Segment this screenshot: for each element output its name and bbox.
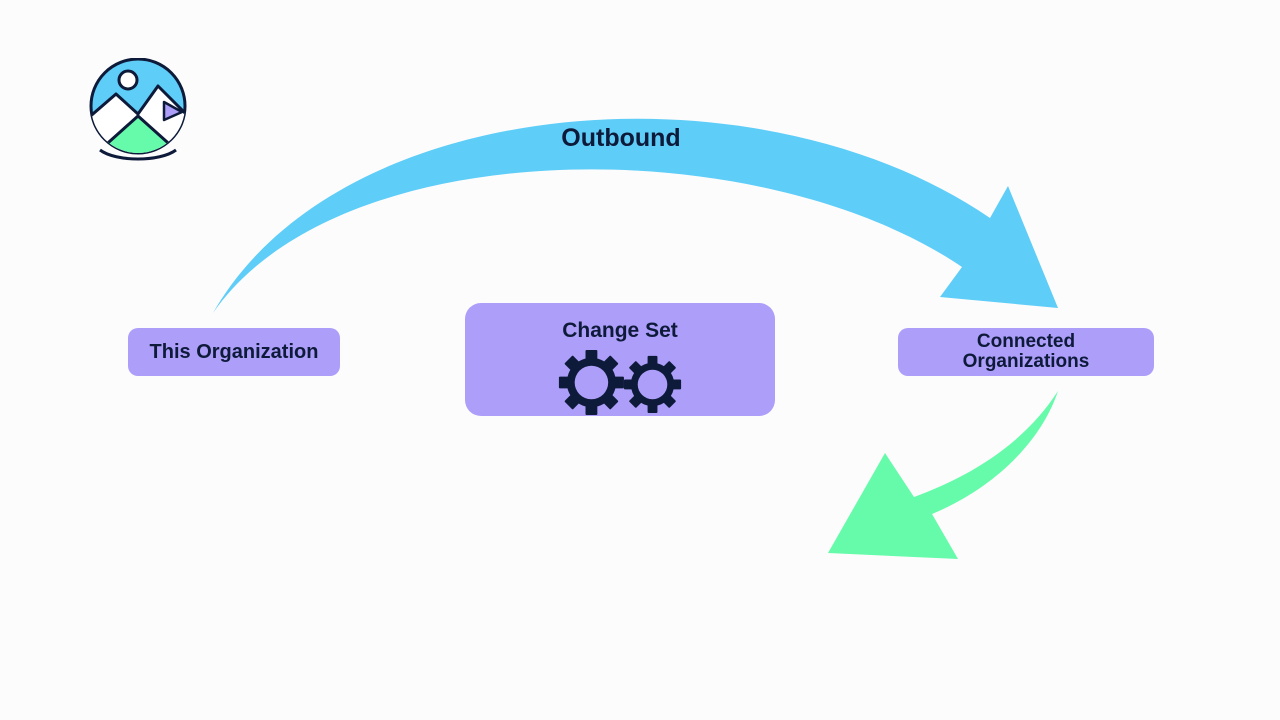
connected-organizations-label-line2: Organizations [962, 351, 1090, 372]
connected-organizations-label-line1: Connected [976, 331, 1076, 352]
outbound-arrow [213, 118, 1058, 313]
connected-organizations-node: Connected Organizations [898, 328, 1154, 376]
mountain-flag-logo-icon [89, 58, 187, 161]
change-set-label: Change Set [562, 319, 678, 342]
inbound-arrow [828, 391, 1058, 559]
change-set-node: Change Set [465, 303, 775, 416]
gears-icon [558, 349, 682, 416]
outbound-label: Outbound [561, 124, 681, 152]
this-organization-node: This Organization [128, 328, 340, 376]
this-organization-label: This Organization [149, 340, 319, 363]
